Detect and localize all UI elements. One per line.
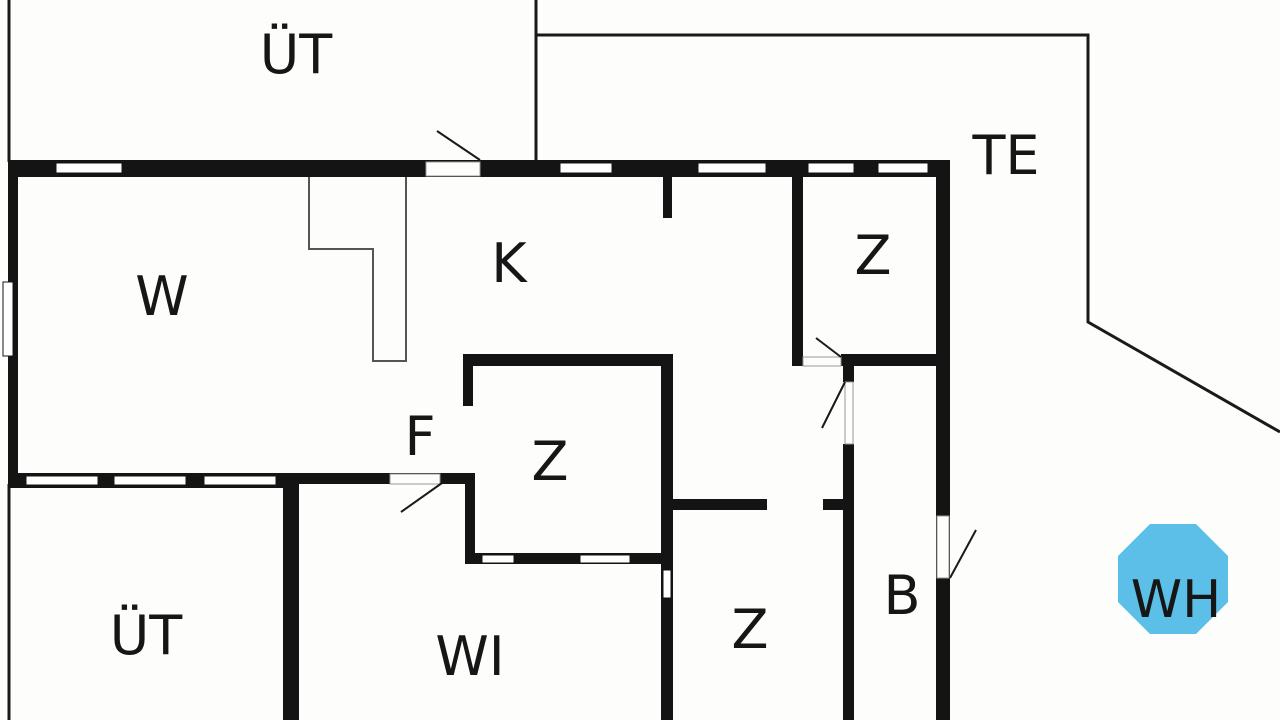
- door-openings: [389, 161, 950, 579]
- room-label-z-center: Z: [532, 430, 569, 493]
- window: [877, 162, 929, 174]
- window: [55, 162, 123, 174]
- windows: [2, 162, 929, 599]
- room-label-b: B: [883, 564, 920, 627]
- wall-z-center-right: [661, 354, 673, 720]
- window: [559, 162, 613, 174]
- window: [203, 475, 277, 486]
- room-label-wi: WI: [435, 625, 504, 688]
- door-swing: [400, 482, 443, 513]
- wall-wi-left: [283, 473, 299, 720]
- wall-kitchen-stub: [663, 172, 672, 218]
- wall-z-right-left: [792, 172, 803, 366]
- wall-right: [936, 160, 950, 720]
- outdoor-outlines: [7, 0, 1280, 720]
- terrace-outline: [536, 33, 1280, 434]
- room-label-z-bottom: Z: [732, 598, 769, 661]
- door-swing: [949, 529, 977, 579]
- window: [481, 554, 515, 564]
- whirlpool-label: WH: [1131, 570, 1222, 630]
- room-label-te: TE: [971, 124, 1039, 187]
- wall-z-right-bottom: [841, 354, 937, 366]
- window: [662, 569, 672, 599]
- wall-b-left-top: [843, 354, 854, 382]
- door-swing: [436, 130, 481, 161]
- door-swings: [400, 130, 977, 579]
- room-label-w: W: [135, 265, 188, 328]
- wall-z-center-bottom: [465, 553, 671, 564]
- window: [579, 554, 631, 564]
- door-opening: [802, 356, 842, 367]
- wall-z-center-left-upper: [463, 354, 473, 406]
- room-label-ut-top: ÜT: [260, 23, 334, 86]
- wall-z-center-left-lower: [465, 473, 475, 563]
- room-labels: ÜT TE W K Z F Z ÜT WI Z B WH: [110, 23, 1222, 688]
- window: [113, 475, 187, 486]
- door-swing: [815, 337, 842, 358]
- window: [807, 162, 855, 174]
- door-opening: [844, 381, 854, 445]
- wall-z-bottom-top-right: [823, 499, 849, 510]
- wall-b-left: [843, 444, 854, 720]
- room-label-ut-bottom: ÜT: [110, 604, 184, 667]
- window: [25, 475, 99, 486]
- whirlpool-icon: [1118, 524, 1228, 634]
- door-opening: [425, 161, 481, 177]
- chimney-outline: [308, 176, 407, 362]
- door-swing: [821, 381, 846, 429]
- wall-wi-top: [298, 473, 474, 484]
- room-label-f: F: [404, 405, 435, 468]
- window: [697, 162, 767, 174]
- door-opening: [389, 473, 441, 485]
- door-opening: [936, 515, 950, 579]
- window: [2, 281, 14, 357]
- wall-z-center-top: [463, 354, 671, 366]
- wall-z-bottom-top-left: [671, 499, 767, 510]
- room-label-k: K: [491, 232, 528, 295]
- room-label-z-top-right: Z: [855, 224, 892, 287]
